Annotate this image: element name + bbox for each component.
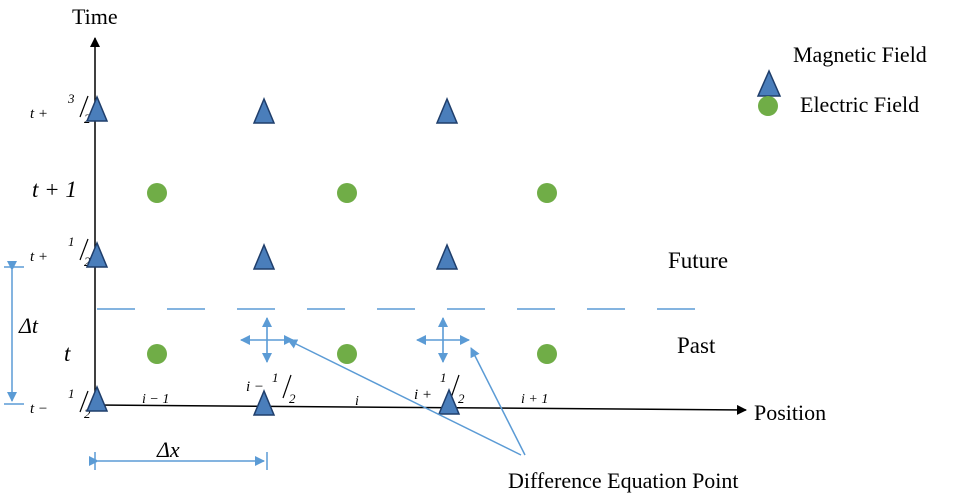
svg-text:i −: i − — [246, 379, 264, 395]
svg-text:1: 1 — [440, 370, 447, 385]
electric-field-marker — [147, 344, 167, 364]
legend-magnetic-icon — [756, 69, 782, 97]
electric-field-marker — [337, 183, 357, 203]
future-label: Future — [668, 248, 728, 273]
difference-point-cross-2 — [416, 317, 470, 363]
svg-text:1: 1 — [68, 234, 75, 249]
svg-text:1: 1 — [68, 386, 75, 401]
magnetic-field-marker — [85, 385, 109, 412]
time-label-t-plus-half: t + 1 2 — [30, 234, 91, 269]
difference-point-cross-1 — [240, 317, 294, 363]
magnetic-field-marker — [252, 243, 276, 270]
pos-label-i-minus-half: i − 1 2 — [246, 370, 296, 406]
annotation-pointer-1 — [287, 339, 522, 456]
annotation-pointer-2 — [470, 347, 526, 456]
electric-field-marker — [537, 344, 557, 364]
time-label-t: t — [64, 341, 71, 366]
magnetic-field-marker — [435, 97, 459, 124]
svg-text:i +: i + — [414, 387, 432, 403]
magnetic-field-marker — [85, 241, 109, 268]
magnetic-field-points — [85, 95, 461, 416]
svg-text:3: 3 — [67, 91, 75, 106]
magnetic-field-marker — [252, 389, 276, 416]
magnetic-field-marker — [85, 95, 109, 122]
dt-label: Δt — [18, 313, 39, 338]
electric-field-marker — [337, 344, 357, 364]
dx-label: Δx — [156, 437, 180, 462]
time-label-t-minus-half: t − 1 2 — [30, 386, 91, 421]
svg-text:2: 2 — [458, 391, 465, 406]
electric-field-marker — [147, 183, 167, 203]
svg-text:2: 2 — [84, 406, 91, 421]
magnetic-field-marker — [435, 243, 459, 270]
svg-text:t +: t + — [30, 106, 48, 122]
pos-label-i-plus-half: i + 1 2 — [414, 370, 465, 406]
svg-text:t −: t − — [30, 401, 48, 417]
time-label-t-plus-one: t + 1 — [32, 177, 77, 202]
magnetic-field-marker — [437, 388, 461, 415]
past-label: Past — [677, 333, 716, 358]
electric-field-points — [147, 183, 557, 364]
legend-magnetic-label: Magnetic Field — [793, 42, 927, 67]
svg-text:2: 2 — [289, 391, 296, 406]
position-axis — [94, 404, 747, 415]
svg-text:t +: t + — [30, 249, 48, 265]
magnetic-field-marker — [252, 97, 276, 124]
pos-label-i-minus-1: i − 1 — [142, 392, 169, 407]
pos-label-i: i — [355, 394, 359, 409]
time-axis-label: Time — [72, 4, 118, 29]
position-axis-label: Position — [754, 400, 826, 425]
svg-text:2: 2 — [84, 254, 91, 269]
svg-text:1: 1 — [272, 370, 279, 385]
legend-electric-icon — [758, 96, 778, 116]
time-label-t-plus-three-half: t + 3 2 — [30, 91, 91, 126]
electric-field-marker — [537, 183, 557, 203]
pos-label-i-plus-1: i + 1 — [521, 392, 548, 407]
annotation-label: Difference Equation Point — [508, 468, 739, 493]
legend-electric-label: Electric Field — [800, 92, 919, 117]
legend: Magnetic Field Electric Field — [756, 42, 927, 117]
